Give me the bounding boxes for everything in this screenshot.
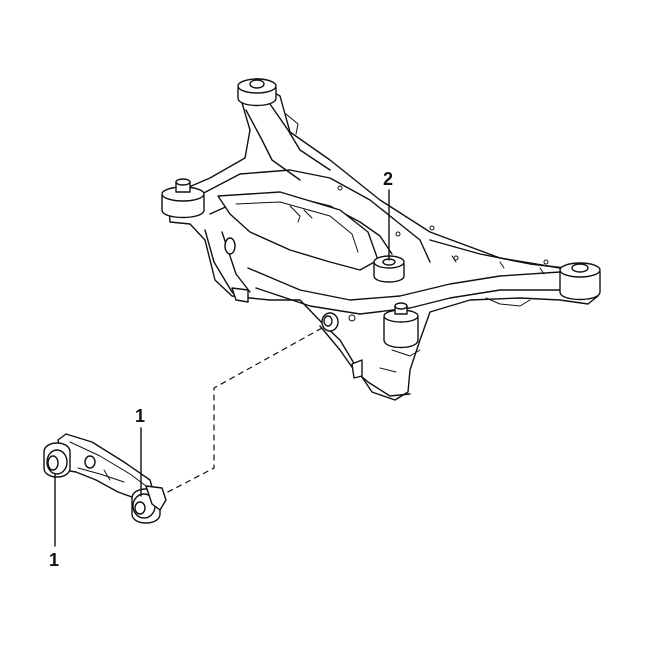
rear-subframe [167, 85, 599, 401]
arm-attachment-bushing [321, 312, 339, 332]
control-arm-bushing-left [43, 442, 71, 478]
top-rear-mount-bushing [237, 78, 277, 107]
callout-label-1-top: 1 [135, 406, 145, 426]
control-arm-bushing-right [131, 485, 167, 524]
front-mount-bushing [383, 302, 419, 349]
callout-label-2: 2 [383, 169, 393, 189]
callout-label-1-bottom: 1 [49, 550, 59, 570]
left-mount-bushing [161, 178, 205, 219]
right-mount-bushing [559, 262, 601, 301]
assembly-line [163, 327, 323, 495]
subframe-bushing-2 [373, 255, 405, 283]
